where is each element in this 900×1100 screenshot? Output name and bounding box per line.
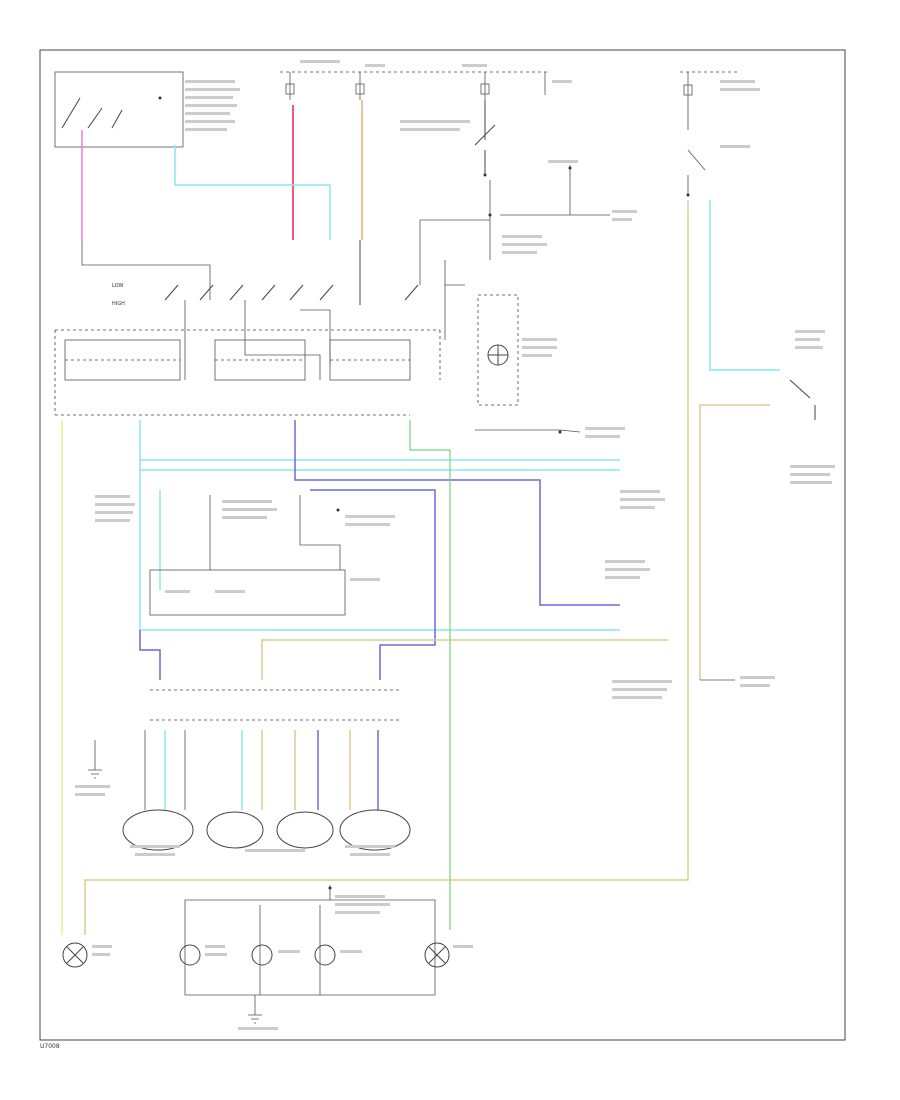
fuse-block bbox=[285, 60, 572, 100]
center-lamp-left bbox=[206, 811, 264, 849]
left-ground bbox=[75, 740, 110, 796]
switch-internal-cells bbox=[64, 300, 411, 381]
connector-node-right bbox=[475, 427, 625, 438]
rear-lamp-bus bbox=[184, 885, 436, 996]
right-splice-output bbox=[612, 676, 775, 699]
stop-lamp-switch bbox=[400, 100, 496, 177]
right-rear-lamp bbox=[424, 942, 473, 968]
left-rear-marker-lamp bbox=[179, 944, 227, 966]
left-front-lamp bbox=[122, 809, 194, 856]
switch-position-high: HIGH bbox=[112, 301, 125, 307]
left-side-labels bbox=[95, 495, 135, 522]
right-column-switch bbox=[683, 72, 760, 197]
right-rear-marker-lamp bbox=[314, 944, 362, 966]
headlamp-switch-box bbox=[54, 71, 184, 148]
tan-wire-mid bbox=[261, 639, 668, 680]
light-blue-wire-mid-2 bbox=[140, 469, 620, 590]
dark-blue-wire-drop bbox=[139, 630, 161, 680]
far-right-switch bbox=[789, 330, 825, 420]
tan-wire-right-2 bbox=[699, 404, 770, 680]
dimmer-module bbox=[149, 495, 395, 616]
switch-node bbox=[158, 96, 162, 100]
license-lamp bbox=[251, 944, 300, 966]
center-lamp-right bbox=[245, 811, 334, 852]
right-front-lamp bbox=[339, 809, 411, 856]
switch-note-text bbox=[185, 80, 240, 131]
switch-housing-dashed bbox=[54, 329, 441, 415]
diagram-code: U7008 bbox=[40, 1043, 60, 1050]
ink-drop-1 bbox=[144, 730, 186, 810]
multifunction-switch-row bbox=[81, 220, 421, 305]
tan-wire-right bbox=[84, 200, 689, 935]
light-blue-wire-right bbox=[709, 200, 780, 371]
right-mid-labels bbox=[605, 465, 835, 579]
rear-ground bbox=[238, 995, 278, 1030]
center-relay-network bbox=[420, 160, 637, 260]
lamp-socket-center bbox=[444, 260, 557, 406]
switch-position-low: LOW bbox=[112, 283, 124, 289]
light-blue-wire-mid-1 bbox=[139, 420, 620, 630]
light-blue-wire-top bbox=[174, 145, 331, 240]
dark-blue-wire-center bbox=[310, 489, 436, 680]
diagram-border bbox=[39, 49, 846, 1041]
lower-connector-dashed bbox=[150, 689, 400, 721]
dark-blue-wire-left bbox=[294, 420, 620, 606]
green-wire bbox=[409, 420, 451, 930]
left-rear-lamp bbox=[62, 942, 112, 968]
switch-contact-1 bbox=[61, 97, 123, 129]
